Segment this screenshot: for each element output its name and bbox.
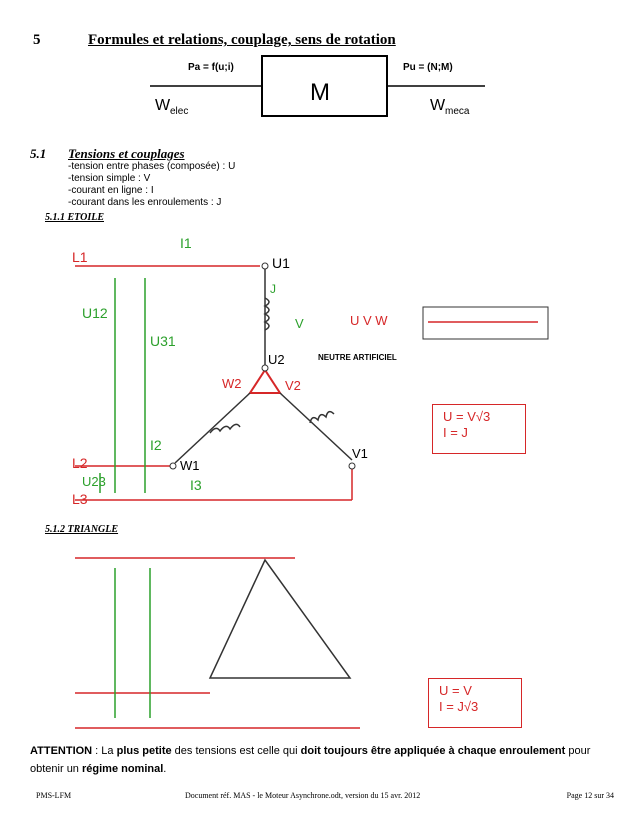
wmeca-sub: meca: [445, 106, 470, 117]
label-j: J: [270, 282, 276, 296]
label-u12: U12: [82, 305, 108, 321]
section-title: Tensions et couplages: [68, 146, 185, 161]
label-v1: V1: [352, 446, 368, 461]
attention-note: ATTENTION : La plus petite des tensions …: [30, 745, 591, 775]
def-i: -courant en ligne : I: [68, 185, 154, 196]
pa-formula: Pa = f(u;i): [188, 62, 234, 73]
heading-number: 5: [33, 32, 41, 48]
etoile-diagram: L1 L2 L3 I1 I2 I3 U1 U2 W2 V2 W1 V1 U12 …: [72, 235, 397, 507]
label-i2: I2: [150, 437, 162, 453]
label-u2: U2: [268, 352, 285, 367]
welec-sub: elec: [170, 106, 188, 117]
label-i3: I3: [190, 477, 202, 493]
etoile-title: 5.1.1 ETOILE: [45, 212, 104, 223]
label-u23: U23: [82, 474, 106, 489]
footer-right: Page 12 sur 34: [566, 791, 614, 800]
label-i1: I1: [180, 235, 192, 251]
label-l3: L3: [72, 491, 88, 507]
label-v: V: [295, 316, 304, 331]
label-u1: U1: [272, 255, 290, 271]
uvw-label: U V W: [350, 313, 388, 328]
def-j: -courant dans les enroulements : J: [68, 197, 222, 208]
triangle-title: 5.1.2 TRIANGLE: [45, 524, 119, 535]
wmeca-w: W: [430, 97, 446, 114]
footer-center: Document réf. MAS - le Moteur Asynchrone…: [185, 791, 421, 800]
label-v2: V2: [285, 378, 301, 393]
label-u31: U31: [150, 333, 176, 349]
neutre-label: NEUTRE ARTIFICIEL: [318, 353, 397, 362]
etoile-formula-2: I = J: [443, 425, 468, 440]
footer-left: PMS-LFM: [36, 791, 72, 800]
triangle-diagram: [75, 557, 360, 729]
label-l2: L2: [72, 455, 88, 471]
motor-diagram: Pa = f(u;i) Pu = (N;M) M W elec W meca: [150, 55, 485, 117]
welec-w: W: [155, 97, 171, 114]
triangle-formula-1: U = V: [439, 683, 472, 698]
triangle-formula-2: I = J√3: [439, 699, 479, 714]
triangle-formula-box: U = V I = J√3: [428, 678, 522, 728]
def-u: -tension entre phases (composée) : U: [68, 161, 236, 172]
motor-letter: M: [310, 79, 330, 106]
section-number: 5.1: [30, 146, 47, 161]
etoile-formula-box: U = V√3 I = J: [432, 404, 526, 454]
pu-formula: Pu = (N;M): [403, 62, 453, 73]
etoile-connections: [422, 306, 549, 340]
def-v: -tension simple : V: [68, 173, 151, 184]
label-l1: L1: [72, 249, 88, 265]
heading-title: Formules et relations, couplage, sens de…: [88, 32, 396, 48]
etoile-formula-1: U = V√3: [443, 409, 491, 424]
label-w1: W1: [180, 458, 200, 473]
label-w2: W2: [222, 376, 242, 391]
definitions: -tension entre phases (composée) : U -te…: [68, 161, 235, 209]
